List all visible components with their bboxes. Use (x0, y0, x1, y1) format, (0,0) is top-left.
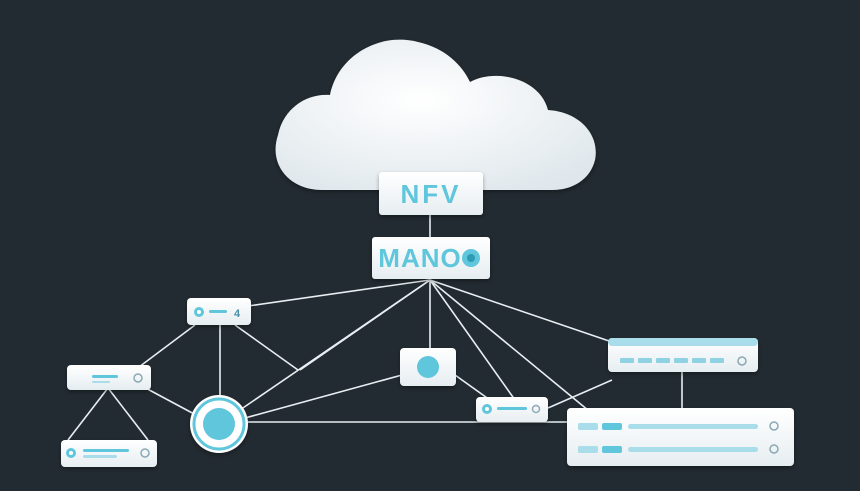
equalizer-icon (620, 358, 724, 363)
status-icon (140, 448, 150, 458)
switch-node-small[interactable] (476, 397, 548, 422)
link-mano-switch-small (429, 279, 516, 401)
link-router-vnf-center (244, 374, 403, 419)
link-node-leaf-left (67, 387, 109, 441)
link-switch-left-node (134, 324, 196, 371)
host-node-left[interactable] (67, 365, 151, 390)
link-mano-rack-right (429, 279, 613, 343)
mano-label: MANO (378, 243, 461, 273)
cloud-icon (275, 39, 596, 191)
link-mano-switch-left (219, 279, 431, 311)
switch-node-left[interactable]: 4 (187, 298, 251, 325)
link-switch-left-mid (234, 324, 299, 371)
nfv-label: NFV (401, 179, 462, 209)
router-icon[interactable] (190, 395, 248, 453)
link-vnf-switch-small (454, 374, 491, 401)
link-node-leaf-right (107, 387, 149, 441)
link-mano-rack-bottom (429, 279, 601, 421)
status-icon (133, 373, 143, 383)
network-links (67, 215, 683, 441)
link-switch-small-rack-right (547, 379, 613, 409)
nfv-node[interactable]: NFV (379, 172, 483, 215)
server-icon (578, 421, 779, 454)
vnf-node-center[interactable] (400, 348, 456, 386)
vnf-icon (417, 356, 439, 378)
switch-port-label: 4 (234, 308, 241, 320)
status-icon (531, 404, 541, 414)
mano-node[interactable]: MANO (372, 237, 490, 279)
link-node-router (139, 384, 197, 416)
link-mano-mid (299, 279, 431, 371)
server-rack-right[interactable] (608, 338, 758, 372)
status-icon (737, 356, 747, 366)
host-node-bottom-left[interactable] (61, 440, 157, 467)
server-rack-bottom[interactable] (567, 408, 794, 466)
